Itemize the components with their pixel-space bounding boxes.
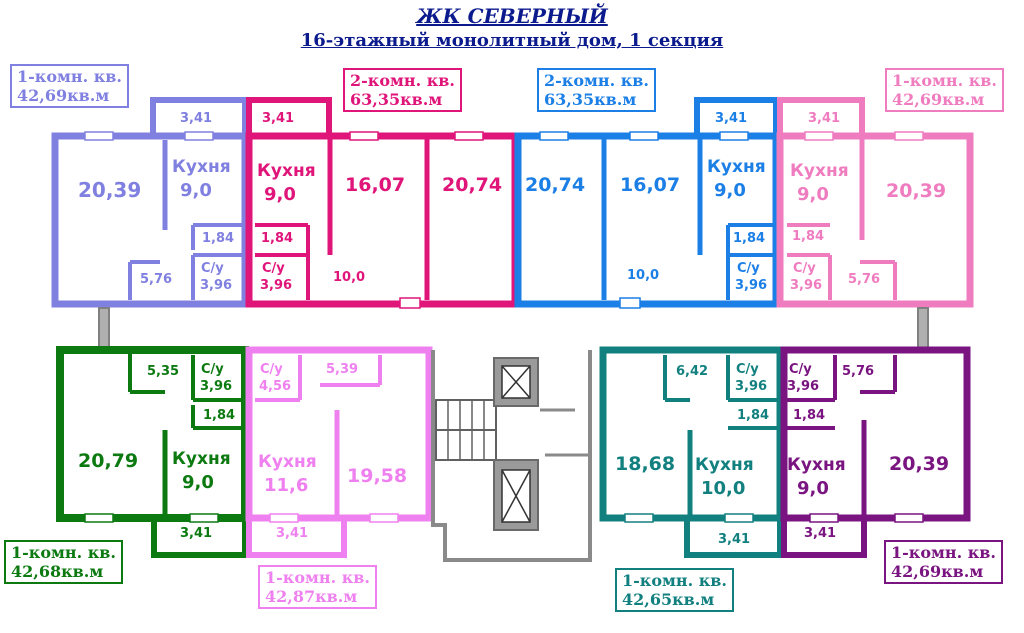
- apartment-area: 63,35кв.м: [350, 90, 443, 109]
- room-kitchen: 9,0: [714, 180, 746, 201]
- room-bath: 3,96: [200, 379, 232, 394]
- room-wc: 1,84: [792, 229, 824, 244]
- room-hall: 5,39: [326, 362, 358, 377]
- room-kitchen-label: Кухня: [707, 157, 766, 177]
- apartment-area: 42,69кв.м: [892, 90, 985, 109]
- room-bath: 3,96: [200, 278, 232, 293]
- apartment-type: 2-комн. кв.: [350, 71, 455, 90]
- apartment-label-bottom-center-right: 1-комн. кв. 42,65кв.м: [615, 568, 734, 612]
- room-kitchen: 9,0: [797, 184, 829, 205]
- apartment-label-bottom-right: 1-комн. кв. 42,69кв.м: [884, 540, 1003, 584]
- room-kitchen: 10,0: [701, 478, 745, 499]
- room-living: 18,68: [615, 453, 675, 475]
- room-bath: 4,56: [259, 379, 291, 394]
- room-bath-label: С/у: [789, 362, 812, 377]
- apartment-type: 1-комн. кв.: [11, 543, 116, 562]
- apartment-label-top-center-left: 2-комн. кв. 63,35кв.м: [343, 68, 462, 112]
- room-wc: 1,84: [261, 231, 293, 246]
- apartment-bottom-center-left: [245, 346, 433, 558]
- apartment-type: 2-комн. кв.: [544, 71, 649, 90]
- room-kitchen: 9,0: [264, 184, 296, 205]
- room-wc: 1,84: [202, 231, 234, 246]
- room-wc: 1,84: [737, 408, 769, 423]
- room-kitchen: 9,0: [797, 478, 829, 499]
- room-hall: 10,0: [333, 270, 365, 285]
- room-living: 20,39: [78, 178, 141, 202]
- room-kitchen-label: Кухня: [790, 161, 849, 181]
- room-balcony: 3,41: [808, 111, 840, 126]
- room-bath-label: С/у: [262, 261, 285, 276]
- room-hall: 6,42: [676, 364, 708, 379]
- apartment-area: 63,35кв.м: [544, 90, 637, 109]
- room-room1: 16,07: [620, 174, 680, 196]
- room-kitchen: 9,0: [182, 472, 214, 493]
- plan-subtitle: 16-этажный монолитный дом, 1 секция: [300, 30, 724, 51]
- room-living: 19,58: [347, 465, 407, 487]
- apartment-area: 42,69кв.м: [17, 86, 110, 105]
- room-hall: 5,76: [842, 364, 874, 379]
- room-room2: 20,74: [442, 174, 502, 196]
- stair-elevator-core: [431, 350, 592, 562]
- room-kitchen: 9,0: [180, 180, 212, 201]
- room-balcony: 3,41: [718, 532, 750, 547]
- apartment-bottom-center-right: [599, 346, 784, 558]
- apartment-area: 42,87кв.м: [265, 587, 358, 606]
- room-balcony: 3,41: [262, 111, 294, 126]
- apartment-label-top-right: 1-комн. кв. 42,69кв.м: [885, 68, 1004, 112]
- room-balcony: 3,41: [715, 111, 747, 126]
- room-hall: 10,0: [627, 268, 659, 283]
- room-bath-label: С/у: [736, 362, 759, 377]
- room-kitchen-label: Кухня: [258, 452, 317, 472]
- room-balcony: 3,41: [276, 526, 308, 541]
- apartment-area: 42,69кв.м: [891, 562, 984, 581]
- room-living: 20,79: [78, 450, 138, 472]
- room-room1: 16,07: [345, 174, 405, 196]
- room-kitchen-label: Кухня: [257, 161, 316, 181]
- room-kitchen-label: Кухня: [787, 455, 846, 475]
- room-kitchen-label: Кухня: [172, 449, 231, 469]
- room-bath-label: С/у: [737, 261, 760, 276]
- plan-title: ЖК СЕВЕРНЫЙ: [416, 4, 608, 28]
- room-kitchen-label: Кухня: [695, 455, 754, 475]
- room-bath-label: С/у: [201, 261, 224, 276]
- room-living: 20,39: [886, 180, 946, 202]
- room-room2: 20,74: [525, 174, 585, 196]
- room-bath-label: С/у: [201, 362, 224, 377]
- room-bath: 3,96: [790, 278, 822, 293]
- room-hall: 5,35: [147, 364, 179, 379]
- room-hall: 5,76: [848, 272, 880, 287]
- apartment-type: 1-комн. кв.: [622, 571, 727, 590]
- room-balcony: 3,41: [804, 526, 836, 541]
- apartment-type: 1-комн. кв.: [265, 568, 370, 587]
- room-bath: 3,96: [735, 379, 767, 394]
- room-wc: 1,84: [203, 408, 235, 423]
- apartment-bottom-right: [780, 346, 971, 558]
- apartment-type: 1-комн. кв.: [891, 543, 996, 562]
- apartment-label-bottom-center-left: 1-комн. кв. 42,87кв.м: [258, 565, 377, 609]
- apartment-area: 42,65кв.м: [622, 590, 715, 609]
- apartment-type: 1-комн. кв.: [17, 67, 122, 86]
- room-wc: 1,84: [733, 231, 765, 246]
- apartment-label-top-center-right: 2-комн. кв. 63,35кв.м: [537, 68, 656, 112]
- room-bath-label: С/у: [260, 362, 283, 377]
- room-hall: 5,76: [140, 272, 172, 287]
- room-balcony: 3,41: [180, 111, 212, 126]
- apartment-bottom-left: [56, 346, 249, 558]
- room-bath: 3,96: [787, 379, 819, 394]
- room-bath-label: С/у: [793, 261, 816, 276]
- apartment-label-top-left: 1-комн. кв. 42,69кв.м: [10, 64, 129, 108]
- apartment-type: 1-комн. кв.: [892, 71, 997, 90]
- room-living: 20,39: [889, 453, 949, 475]
- room-wc: 1,84: [793, 408, 825, 423]
- room-bath: 3,96: [735, 278, 767, 293]
- room-balcony: 3,41: [180, 526, 212, 541]
- apartment-top-left: [51, 97, 249, 308]
- room-kitchen-label: Кухня: [172, 157, 231, 177]
- apartment-area: 42,68кв.м: [11, 562, 104, 581]
- apartment-label-bottom-left: 1-комн. кв. 42,68кв.м: [4, 540, 123, 584]
- room-kitchen: 11,6: [264, 475, 308, 496]
- room-bath: 3,96: [260, 278, 292, 293]
